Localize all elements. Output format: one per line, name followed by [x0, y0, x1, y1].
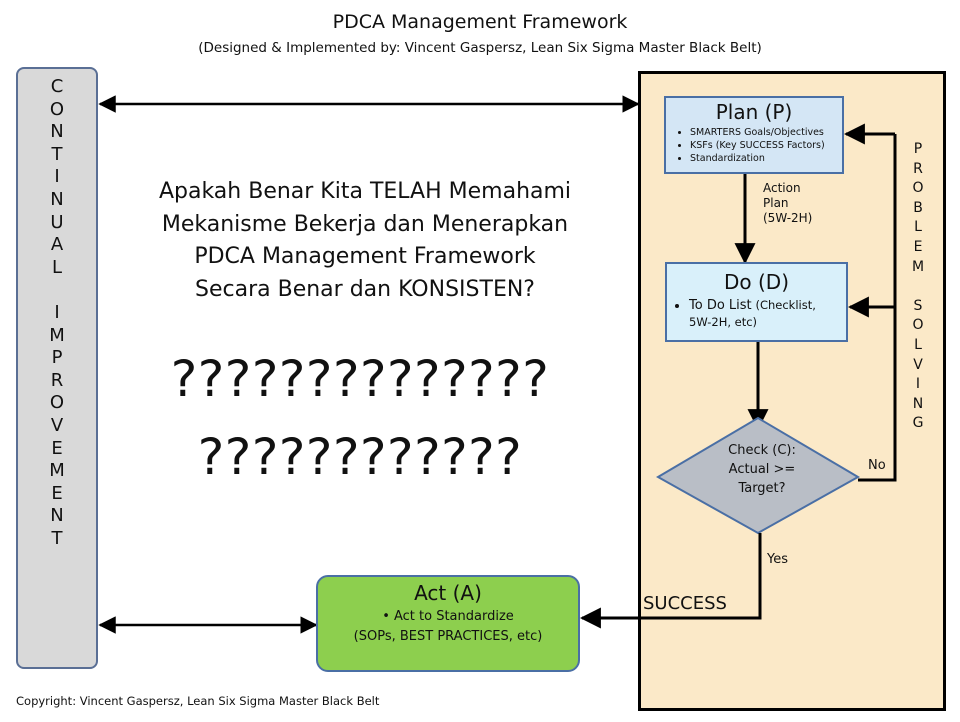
vertical-letter: E: [51, 482, 63, 504]
plan-item: SMARTERS Goals/Objectives: [690, 126, 842, 139]
vertical-letter: L: [914, 336, 922, 353]
vertical-letter: U: [50, 211, 64, 233]
continual-improvement-bar: [16, 67, 98, 669]
do-list: To Do List (Checklist, 5W-2H, etc): [667, 297, 846, 331]
vertical-letter: G: [912, 415, 924, 432]
question-marks-row: ????????????: [197, 428, 523, 486]
vertical-letter: P: [913, 141, 923, 157]
vertical-letter: N: [50, 505, 64, 527]
vertical-letter: L: [914, 219, 922, 236]
vertical-letter: N: [912, 395, 924, 412]
vertical-letter: R: [50, 369, 64, 391]
question-marks-row: ??????????????: [170, 350, 550, 408]
vertical-letter: R: [913, 160, 923, 177]
vertical-letter: N: [50, 188, 64, 210]
vertical-letter: O: [49, 392, 65, 414]
vertical-letter: I: [54, 301, 60, 323]
check-text: Check (C): Actual >= Target?: [728, 443, 796, 496]
plan-list: SMARTERS Goals/Objectives KSFs (Key SUCC…: [666, 126, 842, 165]
no-label: No: [868, 458, 886, 473]
vertical-letter: P: [51, 347, 63, 369]
vertical-letter: M: [49, 460, 65, 482]
plan-title: Plan (P): [715, 100, 793, 124]
vertical-letter: T: [51, 527, 63, 549]
vertical-letter: [906, 277, 930, 297]
vertical-letter: V: [50, 414, 64, 436]
check-diamond: [655, 416, 861, 535]
vertical-letter: L: [51, 256, 63, 278]
act-item: • Act to Standardize: [382, 609, 514, 624]
act-box: Act (A) • Act to Standardize (SOPs, BEST…: [316, 575, 580, 672]
vertical-letter: O: [912, 180, 924, 197]
success-path: [579, 533, 762, 629]
diagram-title: PDCA Management Framework: [332, 11, 628, 33]
vertical-letter: V: [913, 356, 923, 373]
vertical-letter: I: [54, 166, 60, 188]
plan-box: Plan (P) SMARTERS Goals/Objectives KSFs …: [664, 96, 844, 174]
success-label: SUCCESS: [643, 593, 727, 614]
do-box: Do (D) To Do List (Checklist, 5W-2H, etc…: [665, 262, 848, 342]
copyright-text: Copyright: Vincent Gaspersz, Lean Six Si…: [16, 694, 380, 708]
vertical-letter: N: [50, 121, 64, 143]
vertical-letter: C: [50, 76, 64, 97]
act-item-detail: (SOPs, BEST PRACTICES, etc): [353, 629, 543, 644]
yes-label: Yes: [767, 552, 788, 567]
central-question: Apakah Benar Kita TELAH Memahami Mekanis…: [158, 179, 572, 302]
plan-item: Standardization: [690, 152, 842, 165]
act-title: Act (A): [414, 581, 482, 605]
diagram-subtitle: (Designed & Implemented by: Vincent Gasp…: [198, 40, 762, 56]
vertical-letter: B: [913, 199, 923, 216]
do-item: To Do List (Checklist, 5W-2H, etc): [689, 297, 846, 331]
vertical-letter: A: [50, 234, 64, 256]
plan-item: KSFs (Key SUCCESS Factors): [690, 139, 842, 152]
vertical-letter: E: [51, 437, 63, 459]
act-list: • Act to Standardize (SOPs, BEST PRACTIC…: [318, 607, 578, 647]
vertical-letter: I: [915, 376, 921, 393]
vertical-letter: O: [49, 98, 65, 120]
vertical-letter: O: [912, 317, 924, 334]
vertical-letter: E: [913, 238, 923, 255]
vertical-letter: T: [51, 143, 63, 165]
vertical-letter: M: [49, 324, 65, 346]
do-title: Do (D): [724, 270, 789, 294]
action-plan-label: Action Plan (5W-2H): [763, 181, 813, 225]
vertical-letter: M: [911, 258, 925, 275]
problem-solving-loop: [858, 134, 897, 482]
vertical-letter: S: [913, 297, 923, 314]
